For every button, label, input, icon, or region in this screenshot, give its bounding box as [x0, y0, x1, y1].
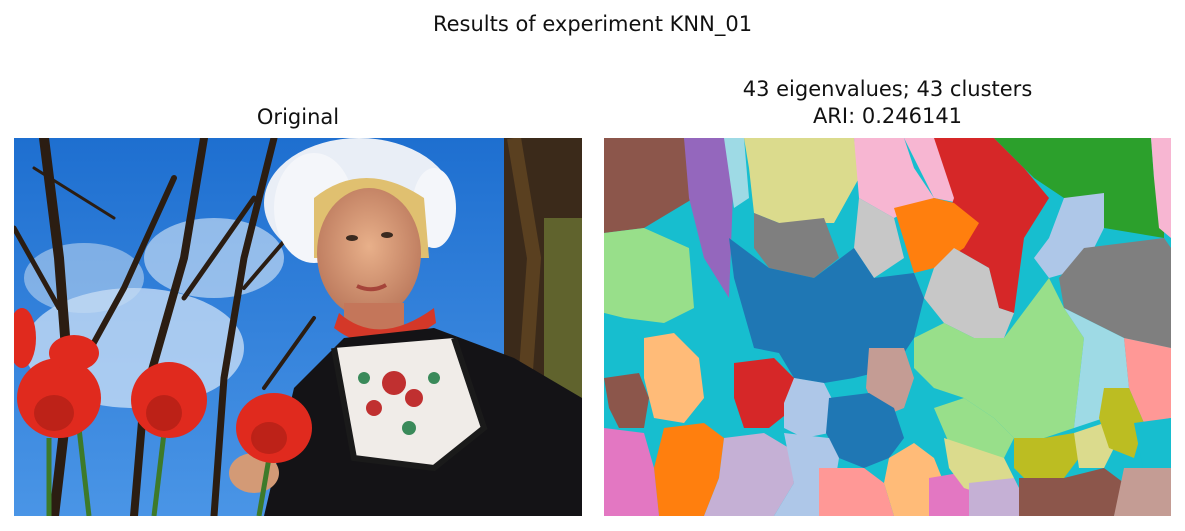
segmentation-title-line1: 43 eigenvalues; 43 clusters	[742, 77, 1033, 101]
original-image	[14, 138, 582, 516]
segmentation-image	[604, 138, 1171, 516]
segmentation-title-line2: ARI: 0.246141	[812, 104, 963, 128]
segmentation-panel-title: 43 eigenvalues; 43 clusters ARI: 0.24614…	[604, 76, 1171, 130]
cluster-map	[604, 138, 1171, 516]
figure-suptitle: Results of experiment KNN_01	[432, 12, 753, 36]
original-panel-title: Original	[256, 105, 340, 129]
original-photo	[14, 138, 582, 516]
cluster-regions	[604, 138, 1171, 516]
